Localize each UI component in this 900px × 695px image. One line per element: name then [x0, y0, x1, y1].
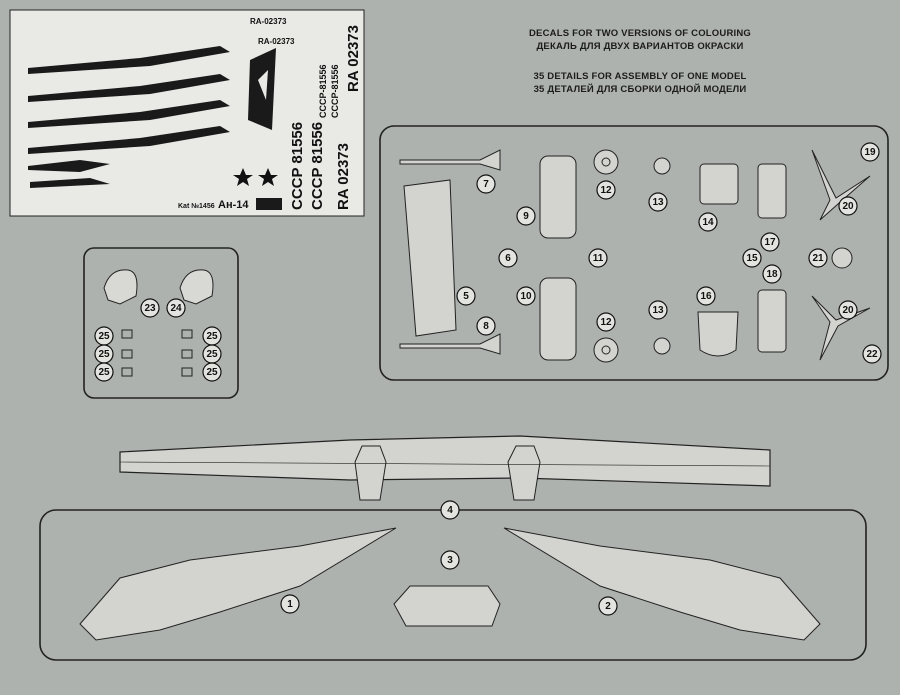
part-number-circle [440, 550, 460, 570]
part-number-label: 1 [287, 599, 293, 610]
part-number-label: 3 [447, 555, 453, 566]
part-number-label: 12 [600, 185, 612, 196]
decal-reg-top: RA-02373 [250, 17, 287, 26]
heading-decals-en: DECALS FOR TWO VERSIONS OF COLOURING [528, 28, 751, 39]
part-number-label: 5 [463, 291, 469, 302]
canopy-sprue [83, 247, 239, 399]
decal-reg-ra: RA 02373 [335, 143, 352, 210]
part-number-circle [476, 174, 496, 194]
part-number-circle [498, 248, 518, 268]
part-number-label: 19 [864, 147, 876, 158]
part-number-label: 12 [600, 317, 612, 328]
part-number-circle [140, 298, 160, 318]
heading-decals-ru: ДЕКАЛЬ ДЛЯ ДВУХ ВАРИАНТОВ ОКРАСКИ [536, 41, 744, 52]
part-number-label: 20 [842, 305, 854, 316]
part-number-label: 15 [746, 253, 758, 264]
part-number-label: 11 [593, 253, 604, 264]
decal-kat: Kat №1456 [178, 202, 215, 210]
part-number-label: 25 [206, 367, 218, 378]
part-number-circle [760, 232, 780, 252]
part-number-label: 24 [170, 303, 182, 314]
part-number-label: 9 [523, 211, 529, 222]
part-number-label: 10 [520, 291, 532, 302]
part-number-circle [516, 206, 536, 226]
part-number-circle [440, 500, 460, 520]
part-number-circle [698, 212, 718, 232]
part-number-circle [862, 344, 882, 364]
part-number-circle [838, 300, 858, 320]
parts-sprue-main [379, 125, 889, 381]
part-number-label: 25 [98, 331, 110, 342]
part-number-label: 25 [98, 367, 110, 378]
decal-sheet: RA-02373 RA-02373 CCCP 81556 CCCP 81556 … [9, 9, 365, 217]
part-number-circle [808, 248, 828, 268]
part-number-circle [456, 286, 476, 306]
part-number-circle [860, 142, 880, 162]
part-number-label: 20 [842, 201, 854, 212]
part-number-label: 23 [144, 303, 156, 314]
part-number-circle [166, 298, 186, 318]
decal-reg-mid: RA-02373 [258, 37, 295, 46]
part-number-circle [476, 316, 496, 336]
decal-reg-big-2: CCCP 81556 [309, 122, 326, 210]
part-number-circle [648, 192, 668, 212]
part-number-label: 18 [766, 269, 778, 280]
part-number-circle [280, 594, 300, 614]
part-number-circle [202, 362, 222, 382]
part-number-circle [596, 312, 616, 332]
part-number-label: 25 [206, 331, 218, 342]
decal-reg-small-2: CCCP-81556 [330, 64, 340, 118]
heading-details-ru: 35 ДЕТАЛЕЙ ДЛЯ СБОРКИ ОДНОЙ МОДЕЛИ [533, 84, 747, 95]
part-number-label: 14 [702, 217, 714, 228]
decal-reg-small: CCCP-81556 [318, 64, 328, 118]
part-number-label: 21 [812, 253, 824, 264]
part-number-label: 7 [483, 179, 489, 190]
part-number-circle [648, 300, 668, 320]
part-number-label: 13 [652, 197, 664, 208]
fuselage-sprue [39, 509, 867, 661]
part-number-label: 25 [206, 349, 218, 360]
part-number-circle [598, 596, 618, 616]
decal-model: Ан-14 [218, 199, 249, 211]
part-number-circle [742, 248, 762, 268]
part-number-label: 6 [505, 253, 511, 264]
part-number-label: 22 [866, 349, 878, 360]
wing-part [119, 435, 771, 501]
part-number-label: 17 [764, 237, 776, 248]
part-number-label: 2 [605, 601, 611, 612]
part-number-label: 16 [700, 291, 712, 302]
part-number-circle [588, 248, 608, 268]
part-number-label: 4 [447, 505, 453, 516]
decal-stripes [28, 46, 230, 188]
part-number-label: 8 [483, 321, 489, 332]
part-number-circle [516, 286, 536, 306]
part-number-circle [696, 286, 716, 306]
part-number-label: 25 [98, 349, 110, 360]
part-number-circle [94, 362, 114, 382]
part-number-circle [762, 264, 782, 284]
part-number-label: 13 [652, 305, 664, 316]
heading-details-en: 35 DETAILS FOR ASSEMBLY OF ONE MODEL [533, 71, 747, 82]
part-number-circle [838, 196, 858, 216]
part-number-circle [596, 180, 616, 200]
decal-reg-big: CCCP 81556 [289, 122, 306, 210]
decal-reg-ra-2: RA 02373 [345, 25, 362, 92]
